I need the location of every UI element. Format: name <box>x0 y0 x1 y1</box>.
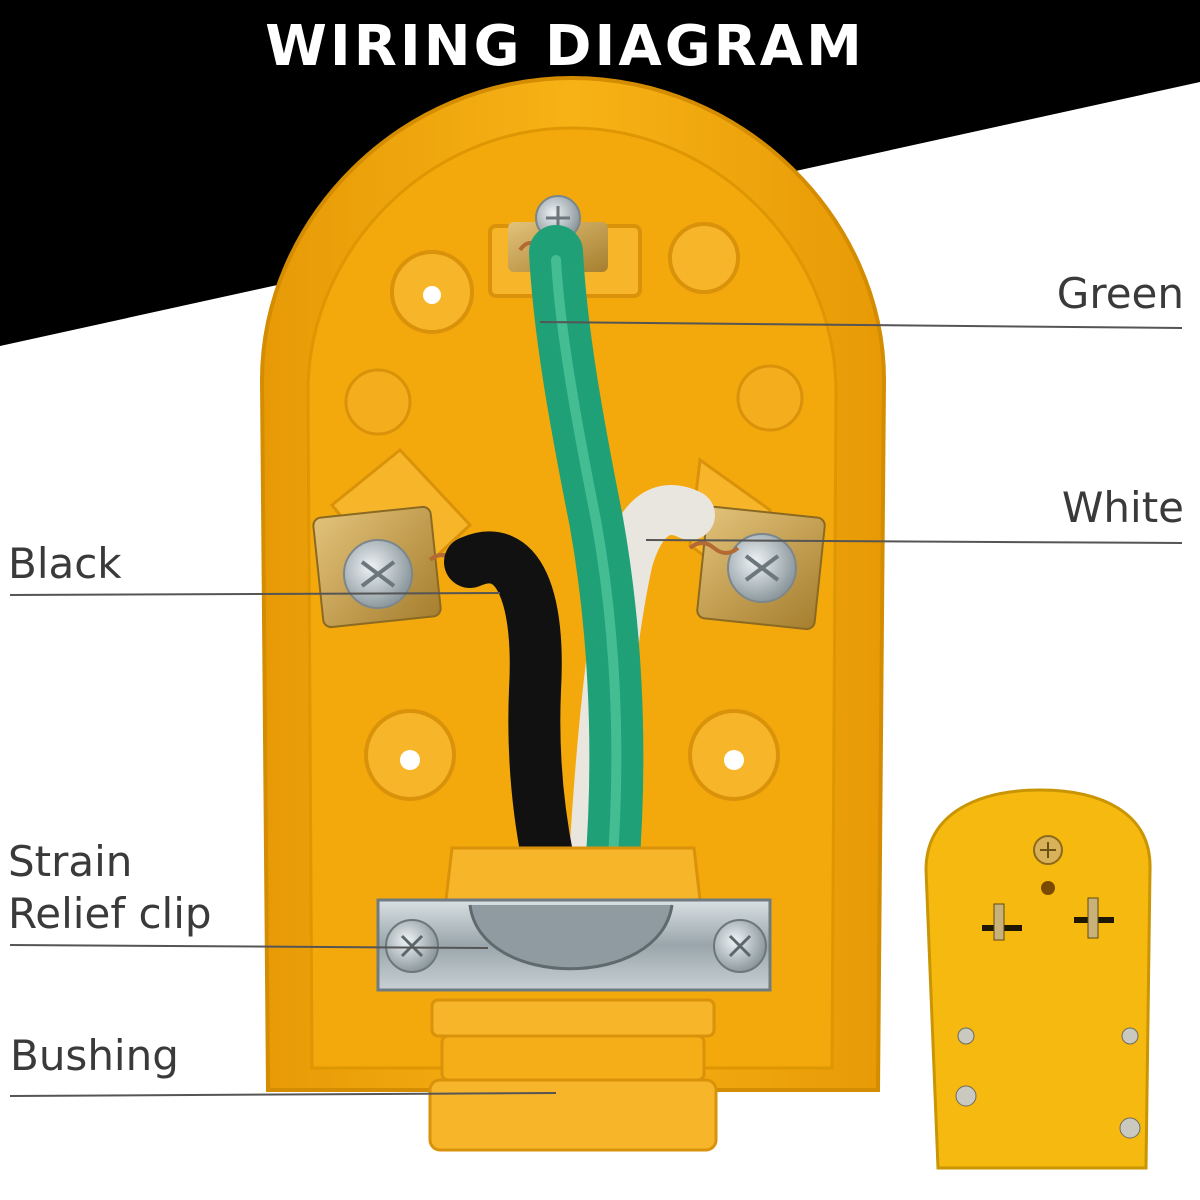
wire-black <box>444 531 574 886</box>
plug-inner-cavity <box>306 126 838 1070</box>
label-strain-line1: Strain <box>8 837 133 886</box>
leader-green <box>539 321 1183 329</box>
label-green: Green <box>1056 269 1184 318</box>
mount-hole-left <box>344 368 412 436</box>
inset-center-hole <box>1041 881 1055 895</box>
leader-lines <box>9 321 1183 1097</box>
leader-white <box>645 539 1183 544</box>
page-title: WIRING DIAGRAM <box>265 14 865 79</box>
leader-black <box>9 592 501 596</box>
label-strain-line2: Relief clip <box>8 889 212 938</box>
inset-right-blade-icon <box>1074 897 1114 939</box>
inset-left-blade-icon <box>982 903 1022 941</box>
mount-hole-right <box>736 364 804 432</box>
mount-hole-top-left <box>390 250 474 334</box>
leader-bushing <box>9 1092 557 1097</box>
label-black: Black <box>8 539 122 588</box>
cord-sleeve <box>444 846 702 902</box>
inset-plug-shell <box>924 788 1152 1170</box>
white-terminal <box>688 457 826 631</box>
strain-relief-clip <box>376 898 772 992</box>
leader-strain-relief <box>9 944 489 949</box>
inset-screw-1-icon <box>957 1027 975 1045</box>
mount-hole-bottom-left <box>364 709 456 801</box>
mount-hole-top-right <box>668 222 740 294</box>
mount-hole-bottom-right <box>688 709 780 801</box>
inset-screw-3-icon <box>955 1085 977 1107</box>
plug-front-inset <box>924 788 1152 1170</box>
inset-screw-4-icon <box>1119 1117 1141 1139</box>
inset-screw-2-icon <box>1121 1027 1139 1045</box>
bushing <box>428 998 718 1152</box>
black-terminal <box>312 447 480 629</box>
label-white: White <box>1061 483 1184 532</box>
label-bushing: Bushing <box>10 1031 179 1080</box>
plug-body-open <box>259 75 887 1152</box>
